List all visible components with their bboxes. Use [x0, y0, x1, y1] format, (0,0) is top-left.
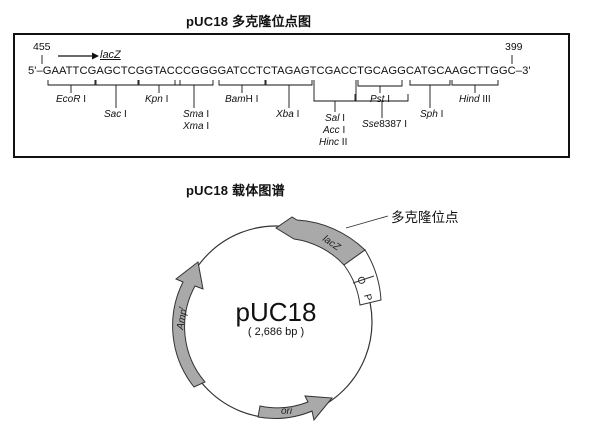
coord-left: 455 [33, 41, 51, 53]
enzyme-kpni: Kpn I [145, 94, 169, 105]
op-feature-box [343, 249, 382, 306]
mcs-callout-label: 多克隆位点 [391, 210, 459, 225]
lacz-direction-arrow [58, 52, 99, 60]
enzyme-smai: Sma I [183, 109, 210, 120]
enzyme-xbai: Xba I [276, 109, 300, 120]
amp-feature-label: Ampr [174, 305, 190, 331]
enzyme-acci: Acc I [323, 125, 346, 136]
ori-feature-label: ori [281, 406, 293, 417]
restriction-site-brackets [41, 55, 513, 118]
mcs-title: pUC18 多克隆位点图 [186, 14, 312, 29]
amp-feature-arrow [172, 261, 206, 388]
op-label-o: O [354, 275, 367, 287]
op-label-p: P [361, 293, 373, 303]
enzyme-bamhi: BamH I [225, 94, 259, 105]
enzyme-sali: Sal I [325, 113, 346, 124]
plasmid-map: lacZ O P Ampr ori [172, 215, 389, 422]
enzyme-psti: Pst I [370, 94, 391, 105]
plasmid-size: ( 2,686 bp ) [247, 326, 305, 338]
enzyme-ecori: EcoR I [56, 94, 87, 105]
enzyme-saci: Sac I [104, 109, 127, 120]
enzyme-sphi: Sph I [420, 109, 444, 120]
lacz-label: lacZ [100, 49, 121, 61]
enzyme-sse8387i: Sse8387 I [362, 119, 408, 130]
plasmid-name: pUC18 [235, 297, 317, 327]
coord-right: 399 [505, 41, 523, 53]
map-title: pUC18 载体图谱 [186, 183, 285, 198]
enzyme-hindiii: Hind III [459, 94, 491, 105]
ori-feature-arrow [257, 395, 333, 422]
mcs-frame [13, 33, 570, 158]
enzyme-hincii: Hinc II [319, 137, 348, 148]
enzyme-xmai: Xma I [183, 121, 210, 132]
mcs-sequence: 5'–GAATTCGAGCTCGGTACCCGGGGATCCTCTAGAGTCG… [28, 65, 531, 77]
mcs-callout-line [345, 215, 389, 229]
